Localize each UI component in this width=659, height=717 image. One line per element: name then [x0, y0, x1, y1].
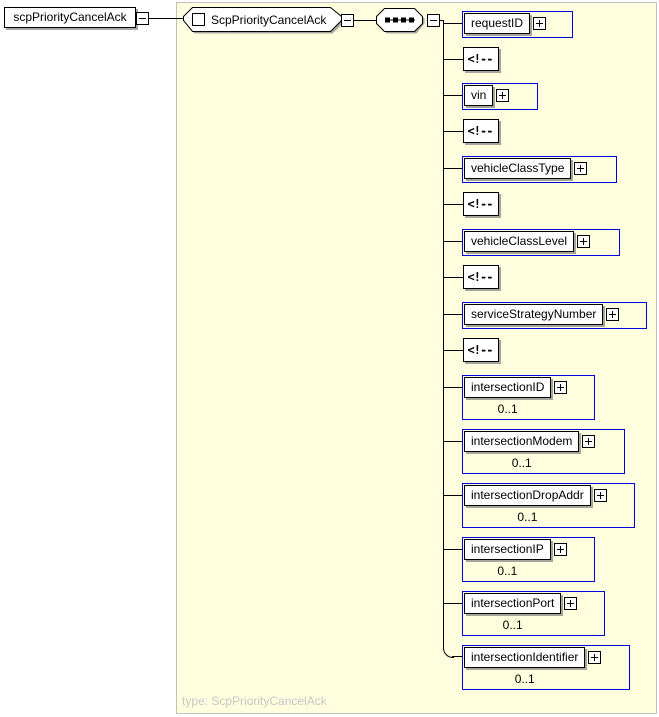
comment-node[interactable]: <!--	[463, 192, 499, 216]
cardinality-label: 0..1	[502, 618, 523, 632]
element-frame: intersectionIP 0..1	[462, 537, 595, 582]
connector-line	[443, 495, 463, 496]
element-frame: intersectionIdentifier 0..1	[462, 645, 630, 690]
connector-line	[443, 204, 463, 205]
comment-node[interactable]: <!--	[463, 265, 499, 289]
connector-line	[443, 277, 463, 278]
element-intersectionID[interactable]: intersectionID	[464, 377, 552, 398]
element-intersectionPort[interactable]: intersectionPort	[464, 593, 562, 614]
element-intersectionIP[interactable]: intersectionIP	[464, 539, 551, 560]
expand-icon[interactable]	[564, 597, 578, 610]
connector-line	[443, 23, 463, 24]
type-footer: type: ScpPriorityCancelAck	[182, 694, 327, 708]
connector-line	[443, 314, 463, 315]
element-requestID[interactable]: requestID	[464, 13, 531, 34]
element-frame: intersectionModem 0..1	[462, 429, 625, 474]
connector-line	[443, 241, 463, 242]
connector-line	[443, 95, 463, 96]
trunk-line	[443, 20, 444, 645]
sequence-compositor[interactable]	[376, 8, 426, 35]
connector-line	[443, 350, 463, 351]
element-frame: vehicleClassLevel	[462, 229, 620, 256]
collapse-icon-type[interactable]	[341, 14, 354, 27]
connector-line	[443, 387, 463, 388]
complextype-label: ScpPriorityCancelAck	[211, 12, 327, 27]
expand-icon[interactable]	[574, 162, 588, 175]
hexagon-shape-svg	[183, 7, 344, 34]
expand-icon[interactable]	[554, 381, 568, 394]
element-vehicleClassLevel[interactable]: vehicleClassLevel	[464, 231, 575, 252]
connector-line	[443, 131, 463, 132]
expand-icon[interactable]	[553, 543, 567, 556]
expand-icon[interactable]	[582, 435, 596, 448]
collapse-icon-root[interactable]	[136, 12, 149, 25]
sequence-shape-svg	[376, 8, 425, 34]
connector-line	[149, 18, 189, 19]
connector-line	[354, 20, 376, 21]
expand-icon[interactable]	[588, 651, 602, 664]
expand-icon[interactable]	[577, 235, 591, 248]
cardinality-label: 0..1	[514, 672, 535, 686]
expand-icon[interactable]	[496, 89, 510, 102]
connector-line	[443, 441, 463, 442]
expand-icon[interactable]	[593, 489, 607, 502]
element-intersectionDropAddr[interactable]: intersectionDropAddr	[464, 485, 591, 506]
comment-node[interactable]: <!--	[463, 119, 499, 143]
element-vin[interactable]: vin	[464, 85, 494, 106]
complextype-shape[interactable]: ScpPriorityCancelAck	[183, 7, 345, 35]
connector-line	[443, 603, 463, 604]
element-frame: vehicleClassType	[462, 156, 617, 183]
complextype-panel	[176, 2, 657, 714]
element-serviceStrategyNumber[interactable]: serviceStrategyNumber	[464, 304, 604, 325]
element-frame: vin	[462, 83, 538, 110]
comment-node[interactable]: <!--	[463, 338, 499, 362]
expand-icon[interactable]	[606, 308, 620, 321]
element-frame: intersectionDropAddr 0..1	[462, 483, 635, 528]
cardinality-label: 0..1	[511, 456, 532, 470]
element-frame: requestID	[462, 11, 573, 38]
complextype-icon	[192, 13, 205, 26]
cardinality-label: 0..1	[517, 510, 538, 524]
expand-icon[interactable]	[533, 17, 547, 30]
connector-line	[443, 549, 463, 550]
element-scpPriorityCancelAck[interactable]: scpPriorityCancelAck	[4, 7, 136, 28]
element-frame: intersectionID 0..1	[462, 375, 595, 420]
connector-line	[443, 59, 463, 60]
element-frame: serviceStrategyNumber	[462, 302, 647, 329]
cardinality-label: 0..1	[497, 402, 518, 416]
collapse-icon-sequence[interactable]	[427, 14, 440, 27]
element-vehicleClassType[interactable]: vehicleClassType	[464, 158, 572, 179]
comment-node[interactable]: <!--	[463, 47, 499, 71]
connector-line	[440, 20, 444, 21]
element-intersectionModem[interactable]: intersectionModem	[464, 431, 580, 452]
sequence-dots-icon	[385, 17, 415, 23]
connector-line	[452, 656, 463, 657]
cardinality-label: 0..1	[497, 564, 518, 578]
element-intersectionIdentifier[interactable]: intersectionIdentifier	[464, 647, 586, 668]
connector-line	[443, 168, 463, 169]
element-frame: intersectionPort 0..1	[462, 591, 605, 636]
